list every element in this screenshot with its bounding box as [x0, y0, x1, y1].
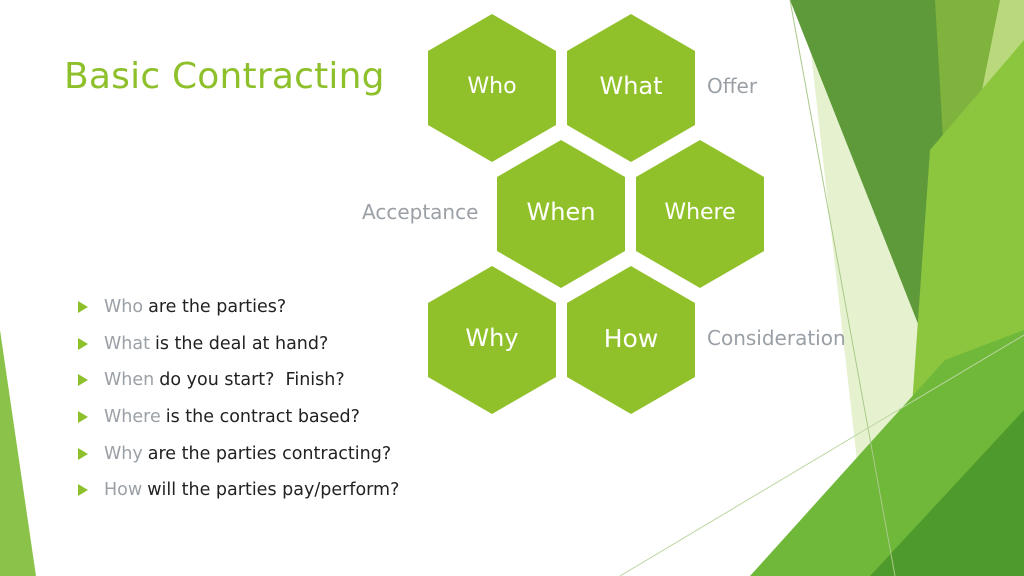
thin-divider-line-2: [619, 334, 1024, 576]
triangle-bullet-icon: [78, 484, 88, 497]
hexagon-label: Why: [465, 324, 519, 352]
list-item: How will the parties pay/perform?: [78, 472, 399, 509]
hexagon-label: When: [526, 198, 596, 226]
hexagon-label: What: [599, 72, 663, 100]
question-list: Who are the parties? What is the deal at…: [78, 289, 399, 509]
bullet-keyword: How: [104, 480, 143, 501]
label-acceptance: Acceptance: [362, 200, 479, 224]
list-item: Where is the contract based?: [78, 399, 399, 436]
bullet-text: will the parties pay/perform?: [147, 480, 400, 501]
triangle-bullet-icon: [78, 411, 88, 424]
hexagon-label: How: [603, 323, 659, 353]
list-item: Why are the parties contracting?: [78, 435, 399, 472]
label-offer: Offer: [707, 74, 758, 98]
list-item: Who are the parties?: [78, 289, 399, 326]
left-edge-stripe: [0, 330, 36, 576]
hexagon-label: Who: [467, 73, 517, 99]
triangle-bullet-icon: [78, 301, 88, 314]
triangle-bullet-icon: [78, 374, 88, 387]
triangle-bullet-icon: [78, 447, 88, 460]
thin-divider-line-1: [789, 0, 896, 576]
triangle-bullet-icon: [78, 337, 88, 350]
bullet-keyword: Who: [104, 297, 144, 318]
list-item: When do you start? Finish?: [78, 362, 399, 399]
right-dark-facet: [790, 0, 960, 430]
label-consideration: Consideration: [707, 326, 846, 350]
bullet-keyword: What: [104, 333, 150, 354]
bullet-text: are the parties contracting?: [147, 443, 392, 464]
bullet-text: do you start? Finish?: [159, 370, 345, 391]
hexagon-label: Where: [664, 199, 736, 225]
bottom-deep-facet: [870, 410, 1024, 576]
bullet-keyword: When: [104, 370, 155, 391]
bullet-keyword: Where: [104, 407, 161, 428]
bullet-text: is the deal at hand?: [154, 333, 329, 354]
list-item: What is the deal at hand?: [78, 326, 399, 363]
bullet-keyword: Why: [104, 443, 143, 464]
page-title: Basic Contracting: [64, 56, 385, 97]
bullet-text: are the parties?: [148, 297, 287, 318]
bullet-text: is the contract based?: [165, 407, 360, 428]
